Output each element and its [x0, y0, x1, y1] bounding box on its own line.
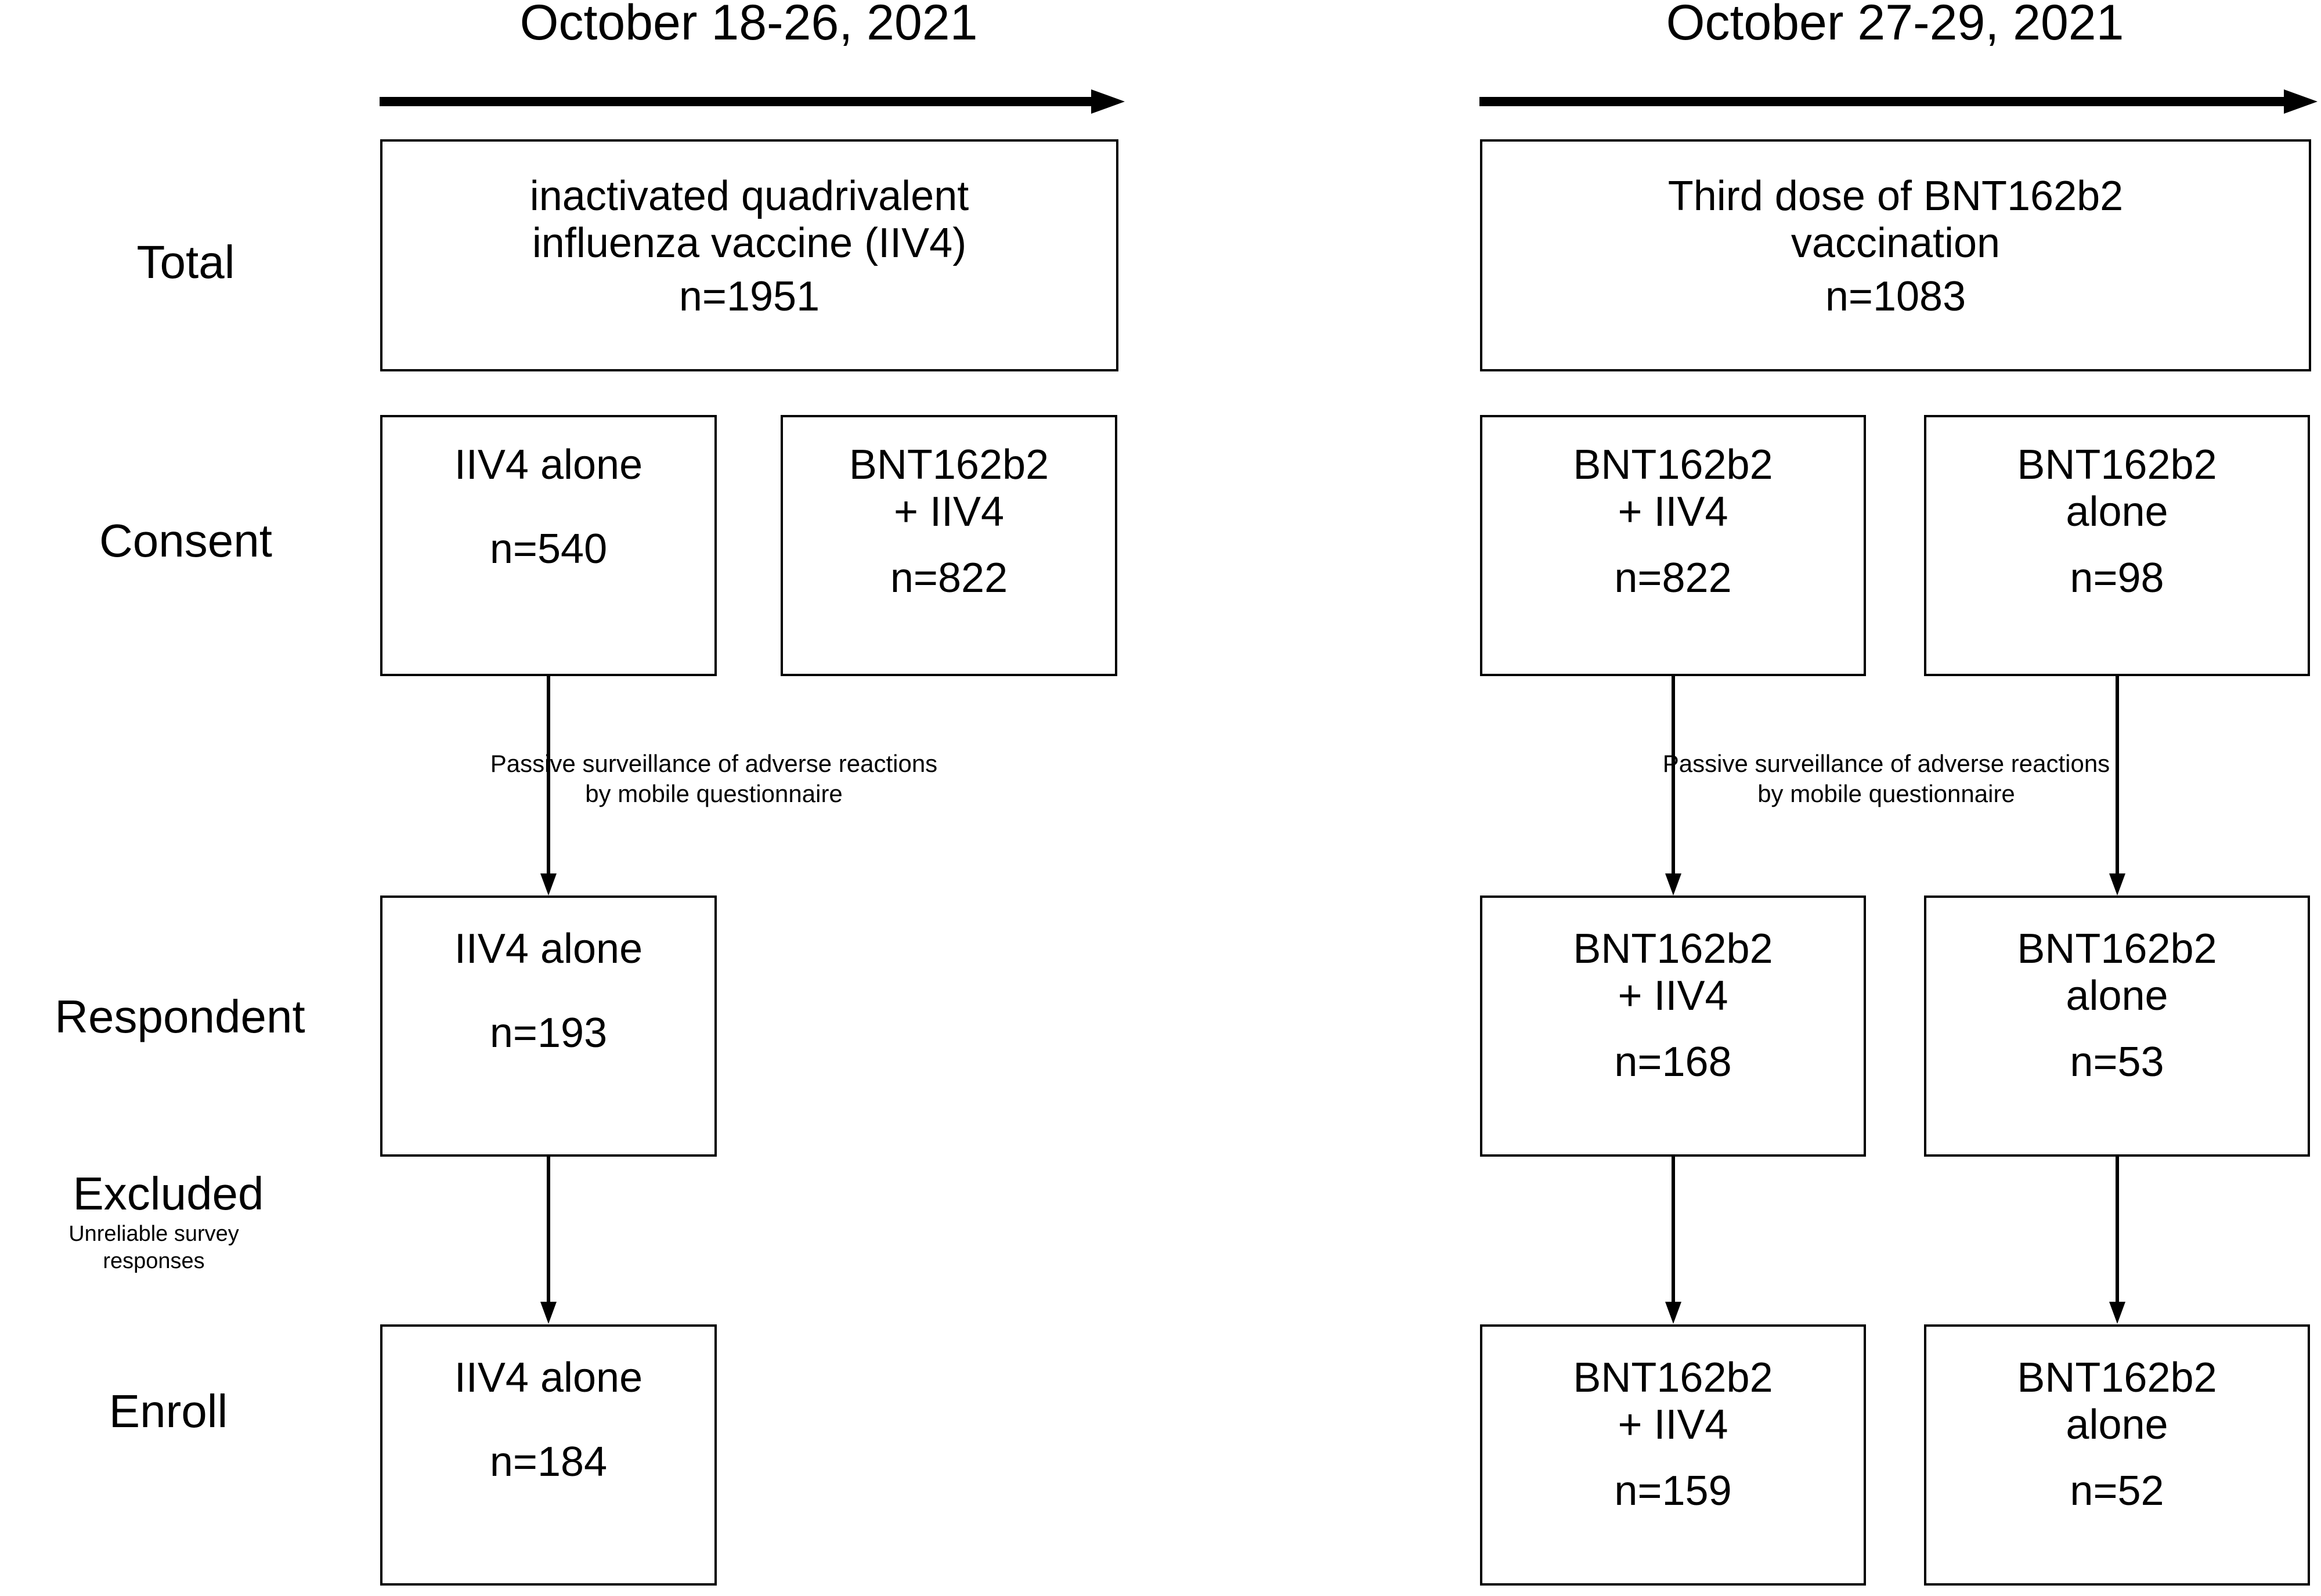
period-title-left: October 18-26, 2021 — [519, 0, 978, 50]
row-label-enroll: Enroll — [109, 1385, 228, 1437]
row-label-excluded: Excluded — [73, 1168, 264, 1219]
node-respondent-bnt-plus-iiv4-line1: BNT162b2 — [1573, 926, 1773, 972]
node-total-left-line2: influenza vaccine (IIV4) — [532, 219, 967, 266]
node-respondent-bnt-alone[interactable]: BNT162b2 alone n=53 — [1924, 896, 2310, 1157]
node-total-left-count: n=1951 — [678, 273, 820, 320]
node-respondent-iiv4-alone-line1: IIV4 alone — [454, 926, 643, 972]
row-label-excluded-note-line2: responses — [103, 1249, 205, 1273]
node-total-right-count: n=1083 — [1825, 273, 1966, 320]
annotation-surveillance-left-line1: Passive surveillance of adverse reaction… — [490, 750, 938, 777]
node-enroll-bnt-plus-iiv4[interactable]: BNT162b2 + IIV4 n=159 — [1480, 1324, 1866, 1586]
node-enroll-bnt-alone[interactable]: BNT162b2 alone n=52 — [1924, 1324, 2310, 1586]
connector-consent-to-respondent-left — [534, 676, 563, 897]
node-consent-iiv4-alone[interactable]: IIV4 alone n=540 — [380, 415, 717, 676]
node-enroll-bnt-alone-line1: BNT162b2 — [2017, 1355, 2217, 1401]
node-consent-bnt-alone-line1: BNT162b2 — [2017, 442, 2217, 488]
node-respondent-bnt-alone-line1: BNT162b2 — [2017, 926, 2217, 972]
node-respondent-bnt-plus-iiv4[interactable]: BNT162b2 + IIV4 n=168 — [1480, 896, 1866, 1157]
row-label-consent: Consent — [99, 515, 272, 566]
node-total-right-line1: Third dose of BNT162b2 — [1667, 173, 2124, 219]
row-label-respondent: Respondent — [55, 991, 305, 1042]
node-consent-bnt-alone[interactable]: BNT162b2 alone n=98 — [1924, 415, 2310, 676]
timeline-arrow-left — [377, 87, 1126, 116]
connector-respondent-to-enroll-right-2 — [2103, 1157, 2132, 1325]
node-total-left[interactable]: inactivated quadrivalent influenza vacci… — [380, 139, 1118, 371]
row-label-excluded-note-line1: Unreliable survey — [68, 1222, 239, 1246]
node-consent-bnt-plus-iiv4-left-count: n=822 — [890, 555, 1008, 602]
node-consent-bnt-plus-iiv4-right-line2: + IIV4 — [1618, 488, 1728, 535]
connector-respondent-to-enroll-right-1 — [1659, 1157, 1688, 1325]
node-respondent-iiv4-alone-count: n=193 — [489, 1009, 608, 1056]
period-title-right: October 27-29, 2021 — [1666, 0, 2124, 50]
node-consent-iiv4-alone-line1: IIV4 alone — [454, 442, 643, 488]
node-consent-iiv4-alone-count: n=540 — [489, 525, 608, 572]
node-consent-bnt-alone-count: n=98 — [2070, 555, 2164, 602]
node-consent-bnt-plus-iiv4-right-line1: BNT162b2 — [1573, 442, 1773, 488]
node-consent-bnt-plus-iiv4-left[interactable]: BNT162b2 + IIV4 n=822 — [781, 415, 1117, 676]
node-respondent-bnt-plus-iiv4-count: n=168 — [1614, 1039, 1732, 1086]
node-enroll-iiv4-alone-count: n=184 — [489, 1438, 608, 1485]
node-total-left-line1: inactivated quadrivalent — [529, 173, 969, 219]
node-consent-bnt-alone-line2: alone — [2066, 488, 2168, 535]
annotation-surveillance-right-line1: Passive surveillance of adverse reaction… — [1662, 750, 2110, 777]
timeline-arrow-right — [1477, 87, 2319, 116]
node-respondent-bnt-plus-iiv4-line2: + IIV4 — [1618, 972, 1728, 1019]
connector-respondent-to-enroll-left — [534, 1157, 563, 1325]
annotation-surveillance-left-line2: by mobile questionnaire — [585, 780, 843, 807]
node-consent-bnt-plus-iiv4-right-count: n=822 — [1614, 555, 1732, 602]
row-label-total: Total — [136, 236, 235, 288]
node-respondent-bnt-alone-count: n=53 — [2070, 1039, 2164, 1086]
node-consent-bnt-plus-iiv4-right[interactable]: BNT162b2 + IIV4 n=822 — [1480, 415, 1866, 676]
connector-consent-to-respondent-right-2 — [2103, 676, 2132, 897]
node-respondent-bnt-alone-line2: alone — [2066, 972, 2168, 1019]
node-total-right-line2: vaccination — [1791, 219, 2001, 266]
node-enroll-bnt-alone-count: n=52 — [2070, 1468, 2164, 1515]
node-enroll-iiv4-alone-line1: IIV4 alone — [454, 1355, 643, 1401]
node-total-right[interactable]: Third dose of BNT162b2 vaccination n=108… — [1480, 139, 2311, 371]
connector-consent-to-respondent-right-1 — [1659, 676, 1688, 897]
node-consent-bnt-plus-iiv4-left-line2: + IIV4 — [893, 488, 1005, 535]
node-enroll-bnt-plus-iiv4-count: n=159 — [1614, 1468, 1732, 1515]
node-enroll-iiv4-alone[interactable]: IIV4 alone n=184 — [380, 1324, 717, 1586]
node-consent-bnt-plus-iiv4-left-line1: BNT162b2 — [849, 442, 1049, 488]
node-enroll-bnt-plus-iiv4-line2: + IIV4 — [1618, 1401, 1728, 1448]
node-respondent-iiv4-alone[interactable]: IIV4 alone n=193 — [380, 896, 717, 1157]
node-enroll-bnt-alone-line2: alone — [2066, 1401, 2168, 1448]
node-enroll-bnt-plus-iiv4-line1: BNT162b2 — [1573, 1355, 1773, 1401]
annotation-surveillance-right-line2: by mobile questionnaire — [1757, 780, 2015, 807]
